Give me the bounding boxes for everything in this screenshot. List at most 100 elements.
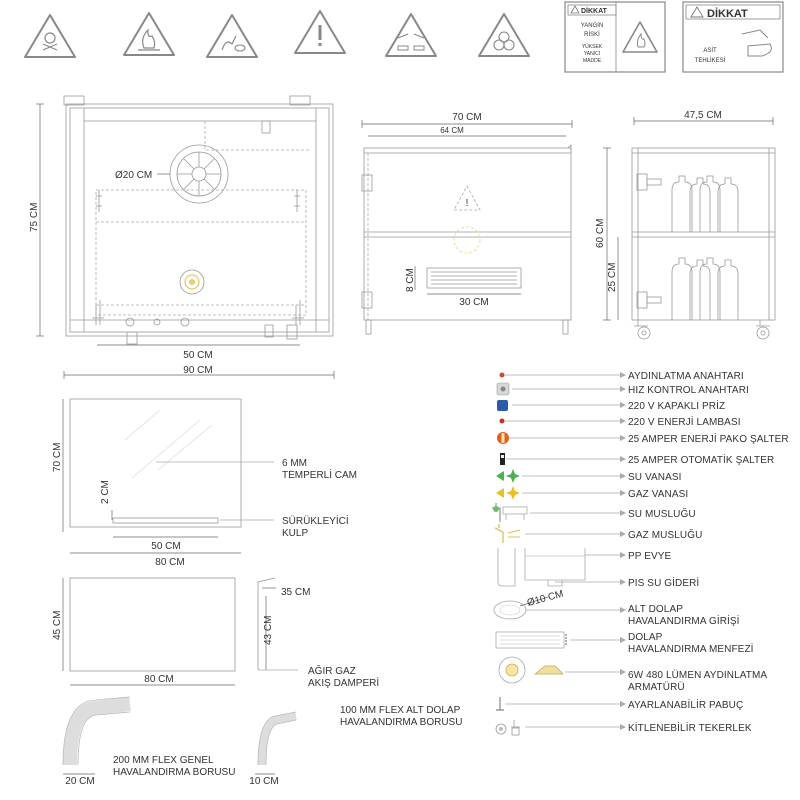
damper-profile-height-dim: 43 CM bbox=[263, 616, 274, 645]
drag-handle-bar bbox=[112, 517, 219, 524]
fan-diameter-dim: Ø20 CM bbox=[115, 170, 152, 181]
lighting-switch-icon bbox=[499, 372, 505, 378]
acid-hazard-sign: DİKKAT ASİT TEHLİKESİ bbox=[682, 1, 784, 73]
side-vent-width-dim: 30 CM bbox=[459, 297, 488, 308]
adjustable-foot-icon bbox=[496, 697, 504, 711]
acid-sign-title: DİKKAT bbox=[707, 7, 748, 20]
gas-valve-icon bbox=[496, 486, 520, 500]
damper-label-line-1: AĞIR GAZ bbox=[308, 664, 356, 677]
legend: Ø10 CM AYDINLATMA ANAHTARI HIZ KONTROL A… bbox=[492, 371, 789, 736]
glass-label-line-1: 6 MM bbox=[282, 458, 307, 469]
flex-ducts: 20 CM 200 MM FLEX GENEL HAVALANDIRMA BOR… bbox=[62, 696, 462, 787]
legend-item-pp-sink: PP EVYE bbox=[628, 551, 672, 562]
legend-item-speed-control: HIZ KONTROL ANAHTARI bbox=[628, 385, 749, 396]
fire-sign-line-4: YANICI bbox=[584, 51, 600, 57]
handle-label-line-1: SÜRÜKLEYİCİ bbox=[282, 514, 349, 527]
warning-signs-row: DİKKAT YANGIN RİSKİ YÜKSEK YANICI MADDE … bbox=[24, 1, 784, 73]
legend-item-energy-lamp: 220 V ENERJİ LAMBASI bbox=[628, 415, 741, 428]
exclamation-warning-icon bbox=[294, 10, 346, 54]
legend-item-lighting-switch: AYDINLATMA ANAHTARI bbox=[628, 371, 744, 382]
small-duct-label-line-1: 100 MM FLEX ALT DOLAP bbox=[340, 705, 461, 716]
gas-damper-view: 45 CM 80 CM 35 CM 43 CM AĞIR GAZ AKIŞ DA… bbox=[52, 577, 379, 689]
damper-profile-width-dim: 35 CM bbox=[281, 587, 310, 598]
fire-sign-flame-icon bbox=[622, 21, 658, 53]
glass-width-dim: 80 CM bbox=[155, 557, 184, 568]
gas-tap-icon bbox=[494, 524, 521, 543]
legend-item-adjustable-foot: AYARLANABİLİR PABUÇ bbox=[628, 698, 743, 711]
small-duct-dim: 10 CM bbox=[249, 776, 278, 787]
acid-sign-line-2: TEHLİKESİ bbox=[695, 57, 726, 64]
damper-height-dim: 45 CM bbox=[52, 611, 63, 640]
front-height-dim: 75 CM bbox=[29, 203, 40, 232]
legend-item-drain: PIS SU GİDERİ bbox=[628, 576, 699, 589]
large-duct-dim: 20 CM bbox=[65, 776, 94, 787]
fire-sign-line-2: RİSKİ bbox=[584, 31, 600, 38]
lighting-fixture-icon bbox=[498, 656, 564, 684]
bottles-lower-shelf-icon bbox=[671, 257, 739, 320]
glass-handle-width-dim: 50 CM bbox=[151, 541, 180, 552]
damper-profile-shape bbox=[257, 577, 276, 670]
damper-width-dim: 80 CM bbox=[144, 674, 173, 685]
legend-item-water-tap: SU MUSLUĞU bbox=[628, 507, 696, 520]
fire-risk-sign: DİKKAT YANGIN RİSKİ YÜKSEK YANICI MADDE bbox=[564, 1, 666, 73]
bottles-upper-shelf-icon bbox=[671, 175, 739, 232]
speed-control-switch-icon bbox=[496, 382, 510, 396]
pako-switch-icon bbox=[497, 432, 509, 444]
flammable-warning-icon bbox=[123, 12, 175, 56]
side-outer-width-dim: 70 CM bbox=[452, 112, 481, 123]
energy-lamp-icon bbox=[499, 418, 505, 424]
large-duct-label-line-1: 200 MM FLEX GENEL bbox=[113, 755, 214, 766]
damper-label-line-2: AKIŞ DAMPERİ bbox=[308, 676, 379, 689]
acid-sign-line-1: ASİT bbox=[703, 47, 717, 54]
section-width-dim: 47,5 CM bbox=[684, 110, 722, 121]
legend-item-automatic-breaker: 25 AMPER OTOMATİK ŞALTER bbox=[628, 453, 774, 466]
covered-socket-icon bbox=[497, 400, 508, 411]
large-flex-duct-icon bbox=[62, 696, 131, 766]
pp-sink-icon bbox=[497, 548, 586, 587]
biohazard-warning-icon bbox=[478, 13, 530, 57]
vent-inlet-icon bbox=[493, 600, 527, 620]
fire-sign-line-5: MADDE bbox=[583, 58, 602, 64]
side-vent-height-dim: 8 CM bbox=[405, 268, 416, 292]
fire-sign-line-1: YANGIN bbox=[581, 23, 604, 29]
glass-door-view: 70 CM 2 CM 50 CM 80 CM 6 MM TEMPERLİ CAM… bbox=[52, 398, 357, 568]
water-tap-icon bbox=[492, 503, 528, 522]
legend-item-gas-tap: GAZ MUSLUĞU bbox=[628, 528, 702, 541]
handle-label-line-2: KULP bbox=[282, 528, 308, 539]
acid-sign-hands-icon bbox=[741, 29, 772, 57]
exhaust-fan-icon bbox=[169, 144, 229, 204]
water-valve-icon bbox=[496, 469, 520, 483]
fire-sign-line-3: YÜKSEK bbox=[582, 43, 603, 50]
front-inner-width-dim: 50 CM bbox=[183, 350, 212, 361]
side-vent-grille bbox=[426, 267, 522, 289]
large-duct-label-line-2: HAVALANDIRMA BORUSU bbox=[113, 767, 235, 778]
vent-inlet-dim: Ø10 CM bbox=[526, 589, 565, 609]
lockable-caster-icon bbox=[495, 720, 520, 736]
legend-item-gas-valve: GAZ VANASI bbox=[628, 489, 688, 500]
side-view: 70 CM 64 CM ! 8 CM 30 CM bbox=[361, 112, 573, 335]
section-caster-wheels-icon bbox=[634, 320, 770, 340]
svg-text:!: ! bbox=[466, 198, 469, 209]
side-inner-width-dim: 64 CM bbox=[440, 126, 464, 135]
section-lower-height-dim: 25 CM bbox=[607, 263, 618, 292]
glass-label-line-2: TEMPERLİ CAM bbox=[282, 468, 357, 481]
section-upper-height-dim: 60 CM bbox=[595, 219, 606, 248]
fire-sign-title: DİKKAT bbox=[581, 7, 608, 15]
front-outer-width-dim: 90 CM bbox=[183, 365, 212, 376]
small-flex-duct-icon bbox=[257, 711, 297, 766]
automatic-breaker-icon bbox=[500, 453, 505, 465]
legend-item-covered-socket: 220 V KAPAKLI PRİZ bbox=[628, 399, 725, 412]
legend-item-lockable-caster: KİTLENEBİLİR TEKERLEK bbox=[628, 721, 752, 734]
toxic-warning-icon bbox=[24, 14, 76, 58]
section-view: 47,5 CM bbox=[595, 110, 776, 340]
small-duct-label-line-2: HAVALANDIRMA BORUSU bbox=[340, 717, 462, 728]
corrosive-warning-icon bbox=[385, 13, 437, 57]
front-view: Ø20 CM 75 CM 50 CM 90 bbox=[29, 95, 335, 379]
light-fixture-icon bbox=[179, 269, 205, 295]
legend-item-water-valve: SU VANASI bbox=[628, 472, 682, 483]
environment-hazard-icon bbox=[206, 14, 258, 58]
